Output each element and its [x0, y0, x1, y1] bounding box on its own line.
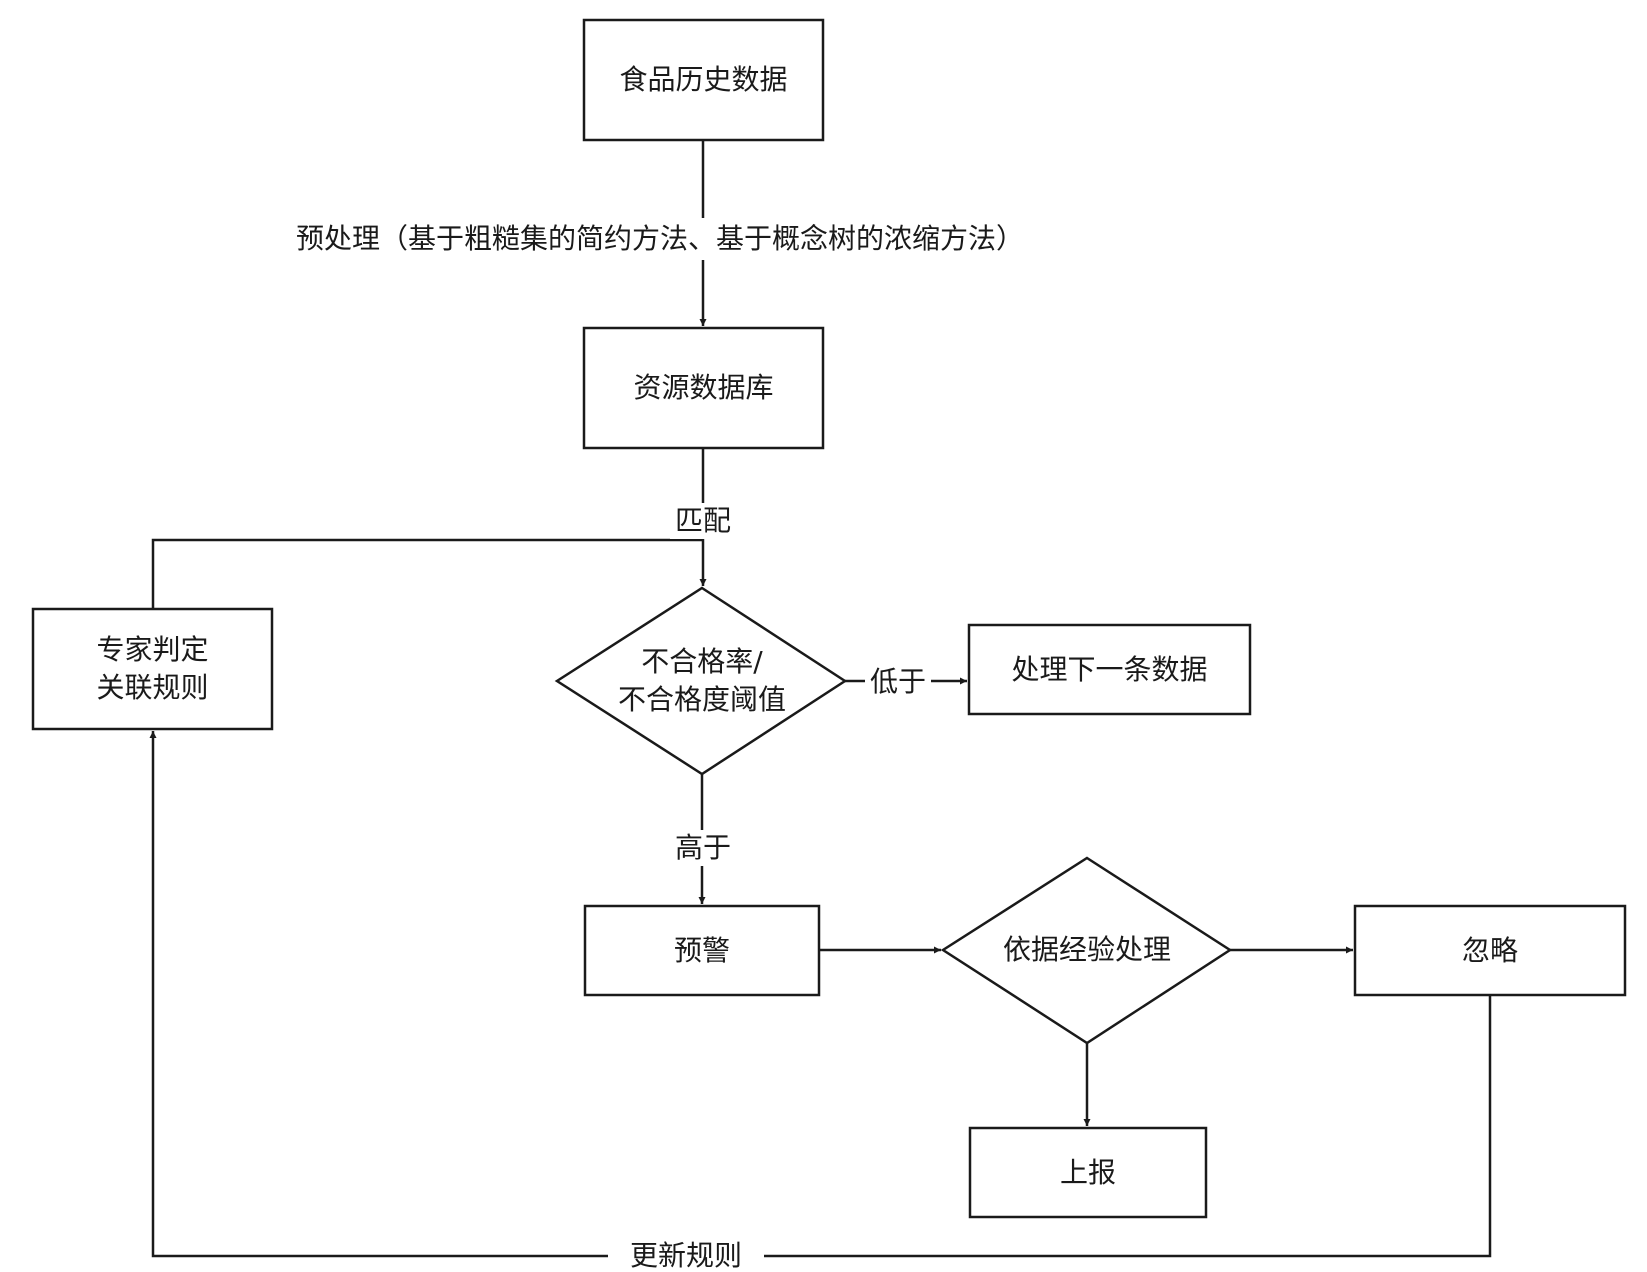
resource-db-label: 资源数据库	[633, 371, 774, 405]
history-data-label: 食品历史数据	[619, 63, 788, 97]
expert-rules-line1: 专家判定	[96, 633, 209, 667]
threshold-line1: 不合格率/	[641, 645, 763, 679]
next-data-box	[967, 623, 1252, 716]
threshold-decision-label: 不合格率/ 不合格度阈值	[602, 636, 802, 726]
edge-feedback-to-match	[151, 538, 703, 609]
edge-update-rules-label: 更新规则	[608, 1237, 764, 1272]
ignore-label: 忽略	[1461, 933, 1518, 967]
edge-preprocess-label: 预处理（基于粗糙集的简约方法、基于概念树的浓缩方法）	[245, 218, 1075, 260]
edge-update-rules	[149, 731, 1492, 1258]
report-label: 上报	[1059, 1155, 1116, 1189]
experience-decision-label: 依据经验处理	[1002, 933, 1171, 967]
next-data-label: 处理下一条数据	[1011, 652, 1208, 686]
edge-below-label: 低于	[865, 664, 931, 700]
edge-match-label: 匹配	[670, 503, 736, 539]
report-box	[968, 1126, 1208, 1219]
expert-rules-label: 专家判定 关联规则	[35, 611, 270, 727]
expert-rules-line2: 关联规则	[96, 671, 209, 704]
warning-label: 预警	[673, 933, 730, 967]
threshold-line2: 不合格度阈值	[617, 683, 786, 716]
edge-above-label: 高于	[670, 830, 736, 866]
